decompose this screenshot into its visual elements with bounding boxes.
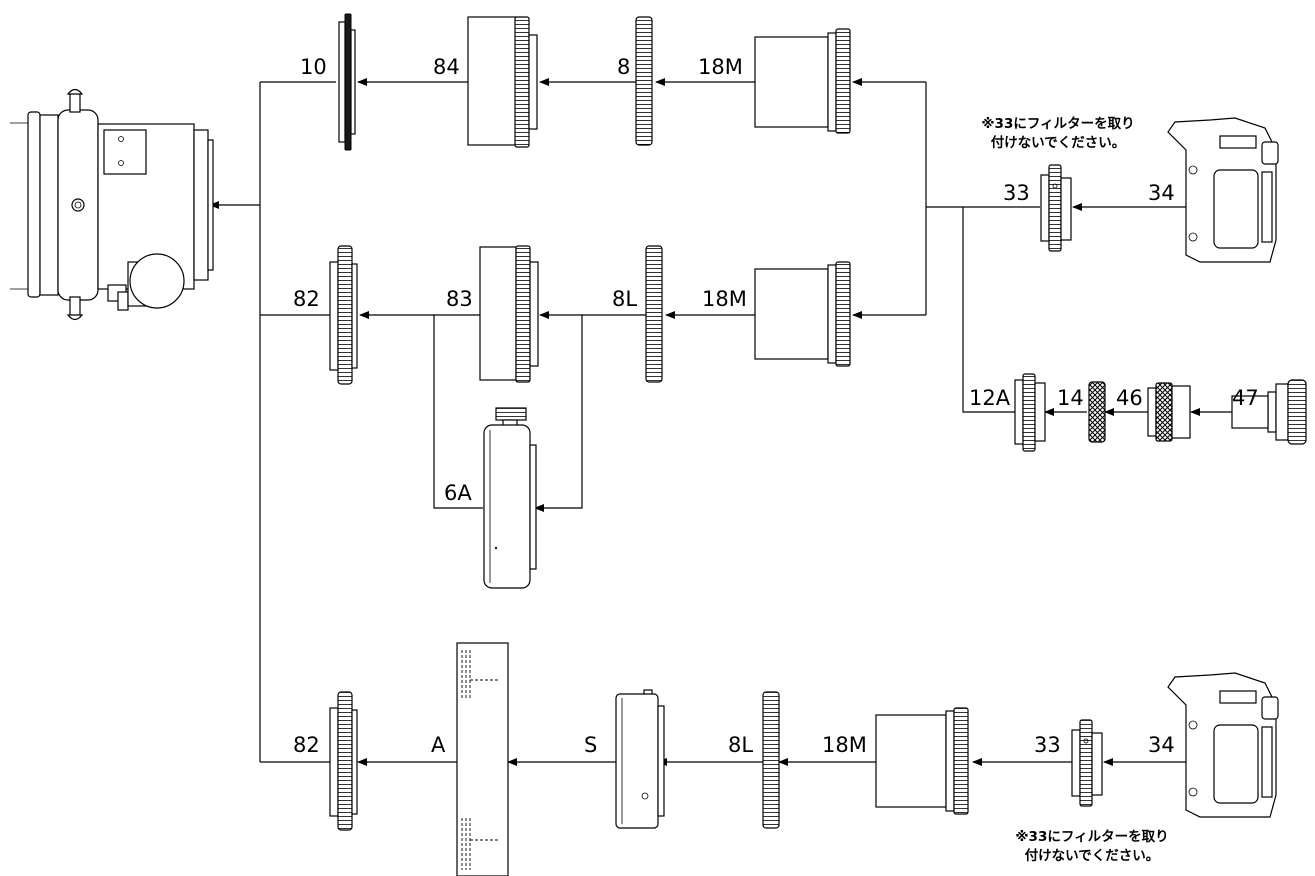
label-46: 46 [1116,386,1143,410]
label-14: 14 [1057,386,1084,410]
part-12a-illustration [1014,373,1046,452]
part-8l-mid-illustration [645,245,663,383]
camera-body-top-illustration [1167,117,1279,263]
part-14-illustration [1088,381,1106,443]
label-33-top: 33 [1003,181,1030,205]
part-47-illustration [1231,379,1307,445]
part-33-bottom-illustration [1071,719,1103,807]
part-labels: 10 84 8 18M 33 34 82 83 8L 18M 6A 12A 14… [293,55,1259,757]
part-a-illustration [456,642,509,876]
label-82-mid: 82 [293,287,320,311]
filter-warning-notes: ※33にフィルターを取り 付けないでください。 ※33にフィルターを取り 付けな… [981,116,1168,864]
part-8-illustration [635,16,653,146]
label-18m-mid: 18M [702,287,747,311]
part-82-mid-illustration [329,245,358,385]
part-83-illustration [479,245,539,383]
microscope-head-illustration [10,88,214,321]
note-top-line2: 付けないでください。 [991,134,1126,151]
label-6a: 6A [444,481,472,505]
part-18m-top-illustration [754,28,851,134]
part-18m-mid-illustration [754,261,851,367]
label-8l-bottom: 8L [728,733,753,757]
label-34-top: 34 [1148,181,1175,205]
label-34-bottom: 34 [1148,733,1175,757]
part-82-bottom-illustration [329,691,358,831]
part-8l-bottom-illustration [762,691,780,829]
part-10-illustration [338,13,356,151]
label-18m-bottom: 18M [822,733,867,757]
label-8l-mid: 8L [612,287,637,311]
label-18m-top: 18M [698,55,743,79]
label-8: 8 [617,55,630,79]
label-12a: 12A [969,386,1011,410]
label-47: 47 [1232,386,1259,410]
part-s-illustration [615,689,665,829]
part-46-illustration [1147,382,1191,442]
part-84-illustration [467,16,538,148]
part-33-top-illustration [1040,164,1072,252]
note-bottom-line1: ※33にフィルターを取り [1015,829,1168,845]
part-18m-bottom-illustration [875,707,969,815]
part-6a-illustration [483,407,537,589]
label-33-bottom: 33 [1034,733,1061,757]
label-s: S [584,733,597,757]
connection-lines [209,78,1268,766]
label-a: A [431,733,446,757]
label-84: 84 [433,55,460,79]
camera-body-bottom-illustration [1167,672,1279,818]
label-10: 10 [300,55,327,79]
label-83: 83 [446,287,473,311]
note-top-line1: ※33にフィルターを取り [981,116,1134,132]
note-bottom-line2: 付けないでください。 [1025,847,1160,864]
label-82-bottom: 82 [293,733,320,757]
